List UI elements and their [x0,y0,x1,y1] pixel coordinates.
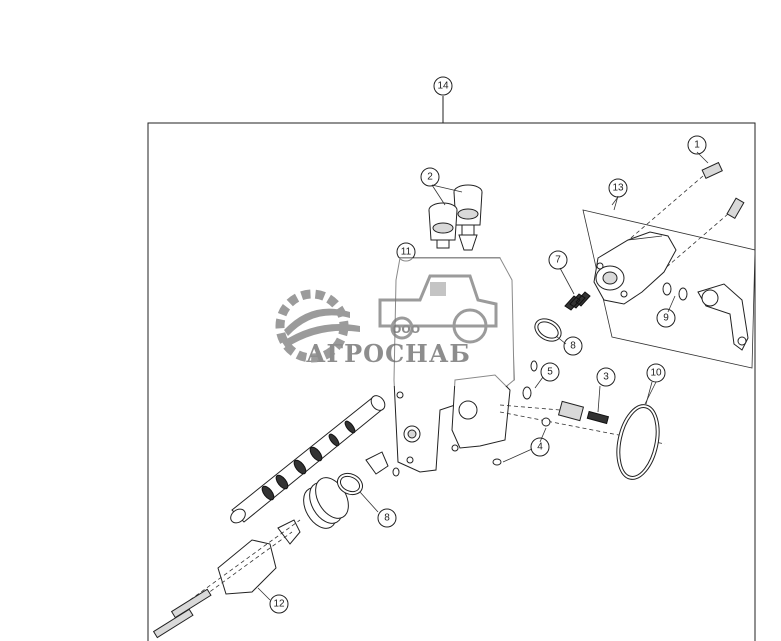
small-o-ring-part [492,417,551,466]
callout-label: 11 [401,247,412,258]
assembly-frame [147,96,756,641]
callout-label: 12 [273,599,285,610]
watermark-brand-text: АГРОСНАБ [306,339,471,368]
callout-label: 5 [547,367,553,378]
washer-lever-part [662,282,749,351]
callout-8-upper: 8 [563,336,583,356]
callout-10: 10 [646,363,666,383]
o-ring-lower-part [336,472,379,513]
callout-label: 13 [612,183,624,194]
callout-label: 8 [570,341,576,352]
callout-9: 9 [656,308,676,328]
callout-1: 1 [687,135,707,155]
callout-label: 10 [650,368,662,379]
callout-label: 2 [427,172,433,183]
watermark-logo: ООО АГРОСНАБ [246,258,514,386]
callout-label: 9 [663,313,669,324]
large-o-ring-part [616,381,660,480]
cartridge-valve-part [428,184,483,251]
callout-14: 14 [433,76,453,96]
valve-body-part [393,257,515,473]
leader-lines [613,195,657,405]
callout-label: 1 [694,140,700,151]
seal-part [522,360,544,400]
callout-13: 13 [608,178,628,198]
spool-part [230,395,386,524]
callout-4: 4 [530,437,550,457]
callout-label: 3 [603,372,609,383]
gear-icon [275,289,360,363]
callout-5: 5 [540,362,560,382]
callout-label: 8 [384,513,390,524]
callout-3: 3 [596,367,616,387]
callout-2: 2 [420,167,440,187]
tractor-icon [378,274,498,344]
spool-spring-part [277,451,400,545]
callout-12: 12 [269,594,289,614]
callout-label: 4 [537,442,543,453]
callout-label: 7 [555,255,561,266]
watermark-small-text: ООО [392,323,420,336]
callout-7: 7 [548,250,568,270]
spring-part [559,267,591,311]
o-ring-part [534,318,567,345]
callout-label: 14 [437,81,449,92]
callout-11: 11 [396,242,416,262]
bolt-part [602,151,745,291]
cover-housing-part [593,231,677,305]
callout-8-lower: 8 [377,508,397,528]
end-cap-part [152,519,301,639]
